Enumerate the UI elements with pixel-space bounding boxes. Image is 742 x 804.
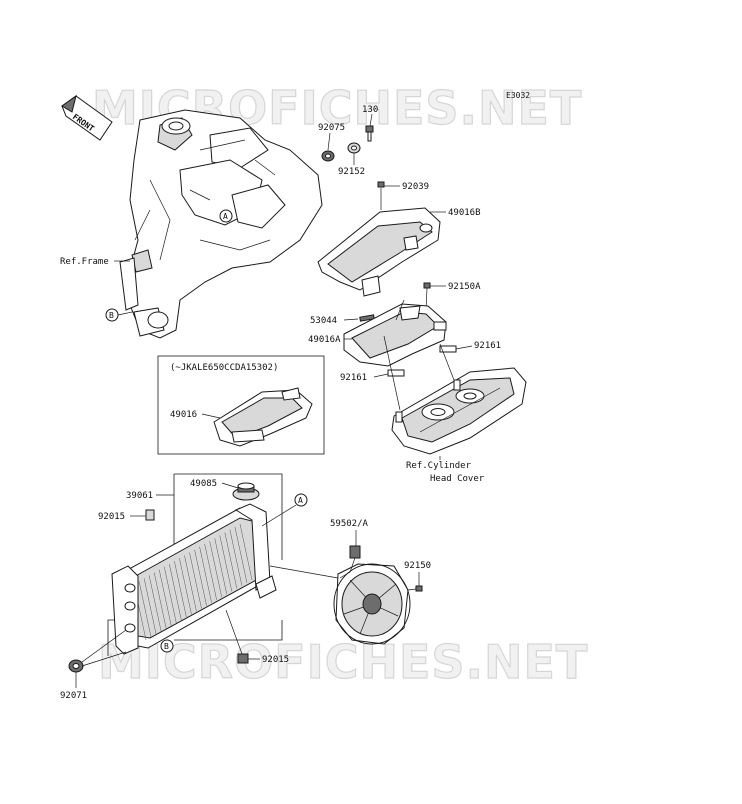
- cylinder-head-cover: [391, 367, 527, 455]
- svg-text:A: A: [223, 212, 228, 221]
- label-49085: 49085: [190, 479, 217, 489]
- bolt-92150a-icon: [423, 282, 431, 289]
- label-92075: 92075: [318, 123, 345, 133]
- label-92071: 92071: [60, 691, 87, 701]
- label-39061: 39061: [126, 491, 153, 501]
- radiator: [111, 503, 277, 655]
- label-92152: 92152: [338, 167, 365, 177]
- heat-shield-49016b: [317, 207, 441, 297]
- label-92150a: 92150A: [448, 282, 481, 292]
- cooling-fan-59502a: [333, 545, 411, 645]
- collar-92152-icon: [347, 142, 361, 154]
- label-92161-upper: 92161: [474, 341, 501, 351]
- label-92015-lower: 92015: [262, 655, 289, 665]
- label-92150: 92150: [404, 561, 431, 571]
- callout-a-frame: A: [219, 209, 233, 223]
- bolt-92150-icon: [415, 585, 423, 592]
- callout-b-radiator: B: [160, 639, 174, 653]
- inset-box: [157, 355, 325, 455]
- ref-frame-label: Ref.Frame: [60, 257, 109, 267]
- washer-92071-icon: [68, 659, 84, 673]
- watermark-bottom: MICROFICHES.NET: [98, 635, 588, 689]
- label-49016b: 49016B: [448, 208, 481, 218]
- heat-shield-49016: [213, 387, 313, 447]
- heat-shield-49016a: [343, 303, 447, 367]
- svg-text:A: A: [298, 496, 303, 505]
- pad-92161-lower-icon: [387, 369, 405, 377]
- label-92161-lower: 92161: [340, 373, 367, 383]
- callout-a-radiator: A: [261, 493, 308, 527]
- label-49016: 49016: [170, 410, 197, 420]
- diagram-id: E3032: [506, 91, 530, 100]
- callout-b-frame: B: [105, 308, 133, 322]
- svg-text:B: B: [109, 311, 114, 320]
- label-92015-upper: 92015: [98, 512, 125, 522]
- frame-illustration: [119, 109, 323, 339]
- radiator-cap-49085: [232, 482, 260, 501]
- grommet-92015-lower-icon: [237, 653, 249, 664]
- radiator-group-bracket-right: [174, 473, 283, 641]
- inset-box-label: (~JKALE650CCDA15302): [170, 363, 278, 373]
- label-130: 130: [362, 105, 378, 115]
- bolt-130-icon: [365, 125, 374, 142]
- grommet-92015-upper-icon: [145, 509, 155, 521]
- pad-53044-icon: [359, 314, 375, 322]
- label-49016a: 49016A: [308, 335, 341, 345]
- label-53044: 53044: [310, 316, 337, 326]
- label-59502a: 59502/A: [330, 519, 369, 529]
- nut-92075-icon: [321, 150, 335, 162]
- ref-cylinder-label-line1: Ref.Cylinder: [406, 461, 472, 471]
- svg-text:B: B: [164, 642, 169, 651]
- ref-cylinder-label-line2: Head Cover: [430, 474, 485, 484]
- label-92039: 92039: [402, 182, 429, 192]
- bolt-92039-icon: [377, 181, 385, 188]
